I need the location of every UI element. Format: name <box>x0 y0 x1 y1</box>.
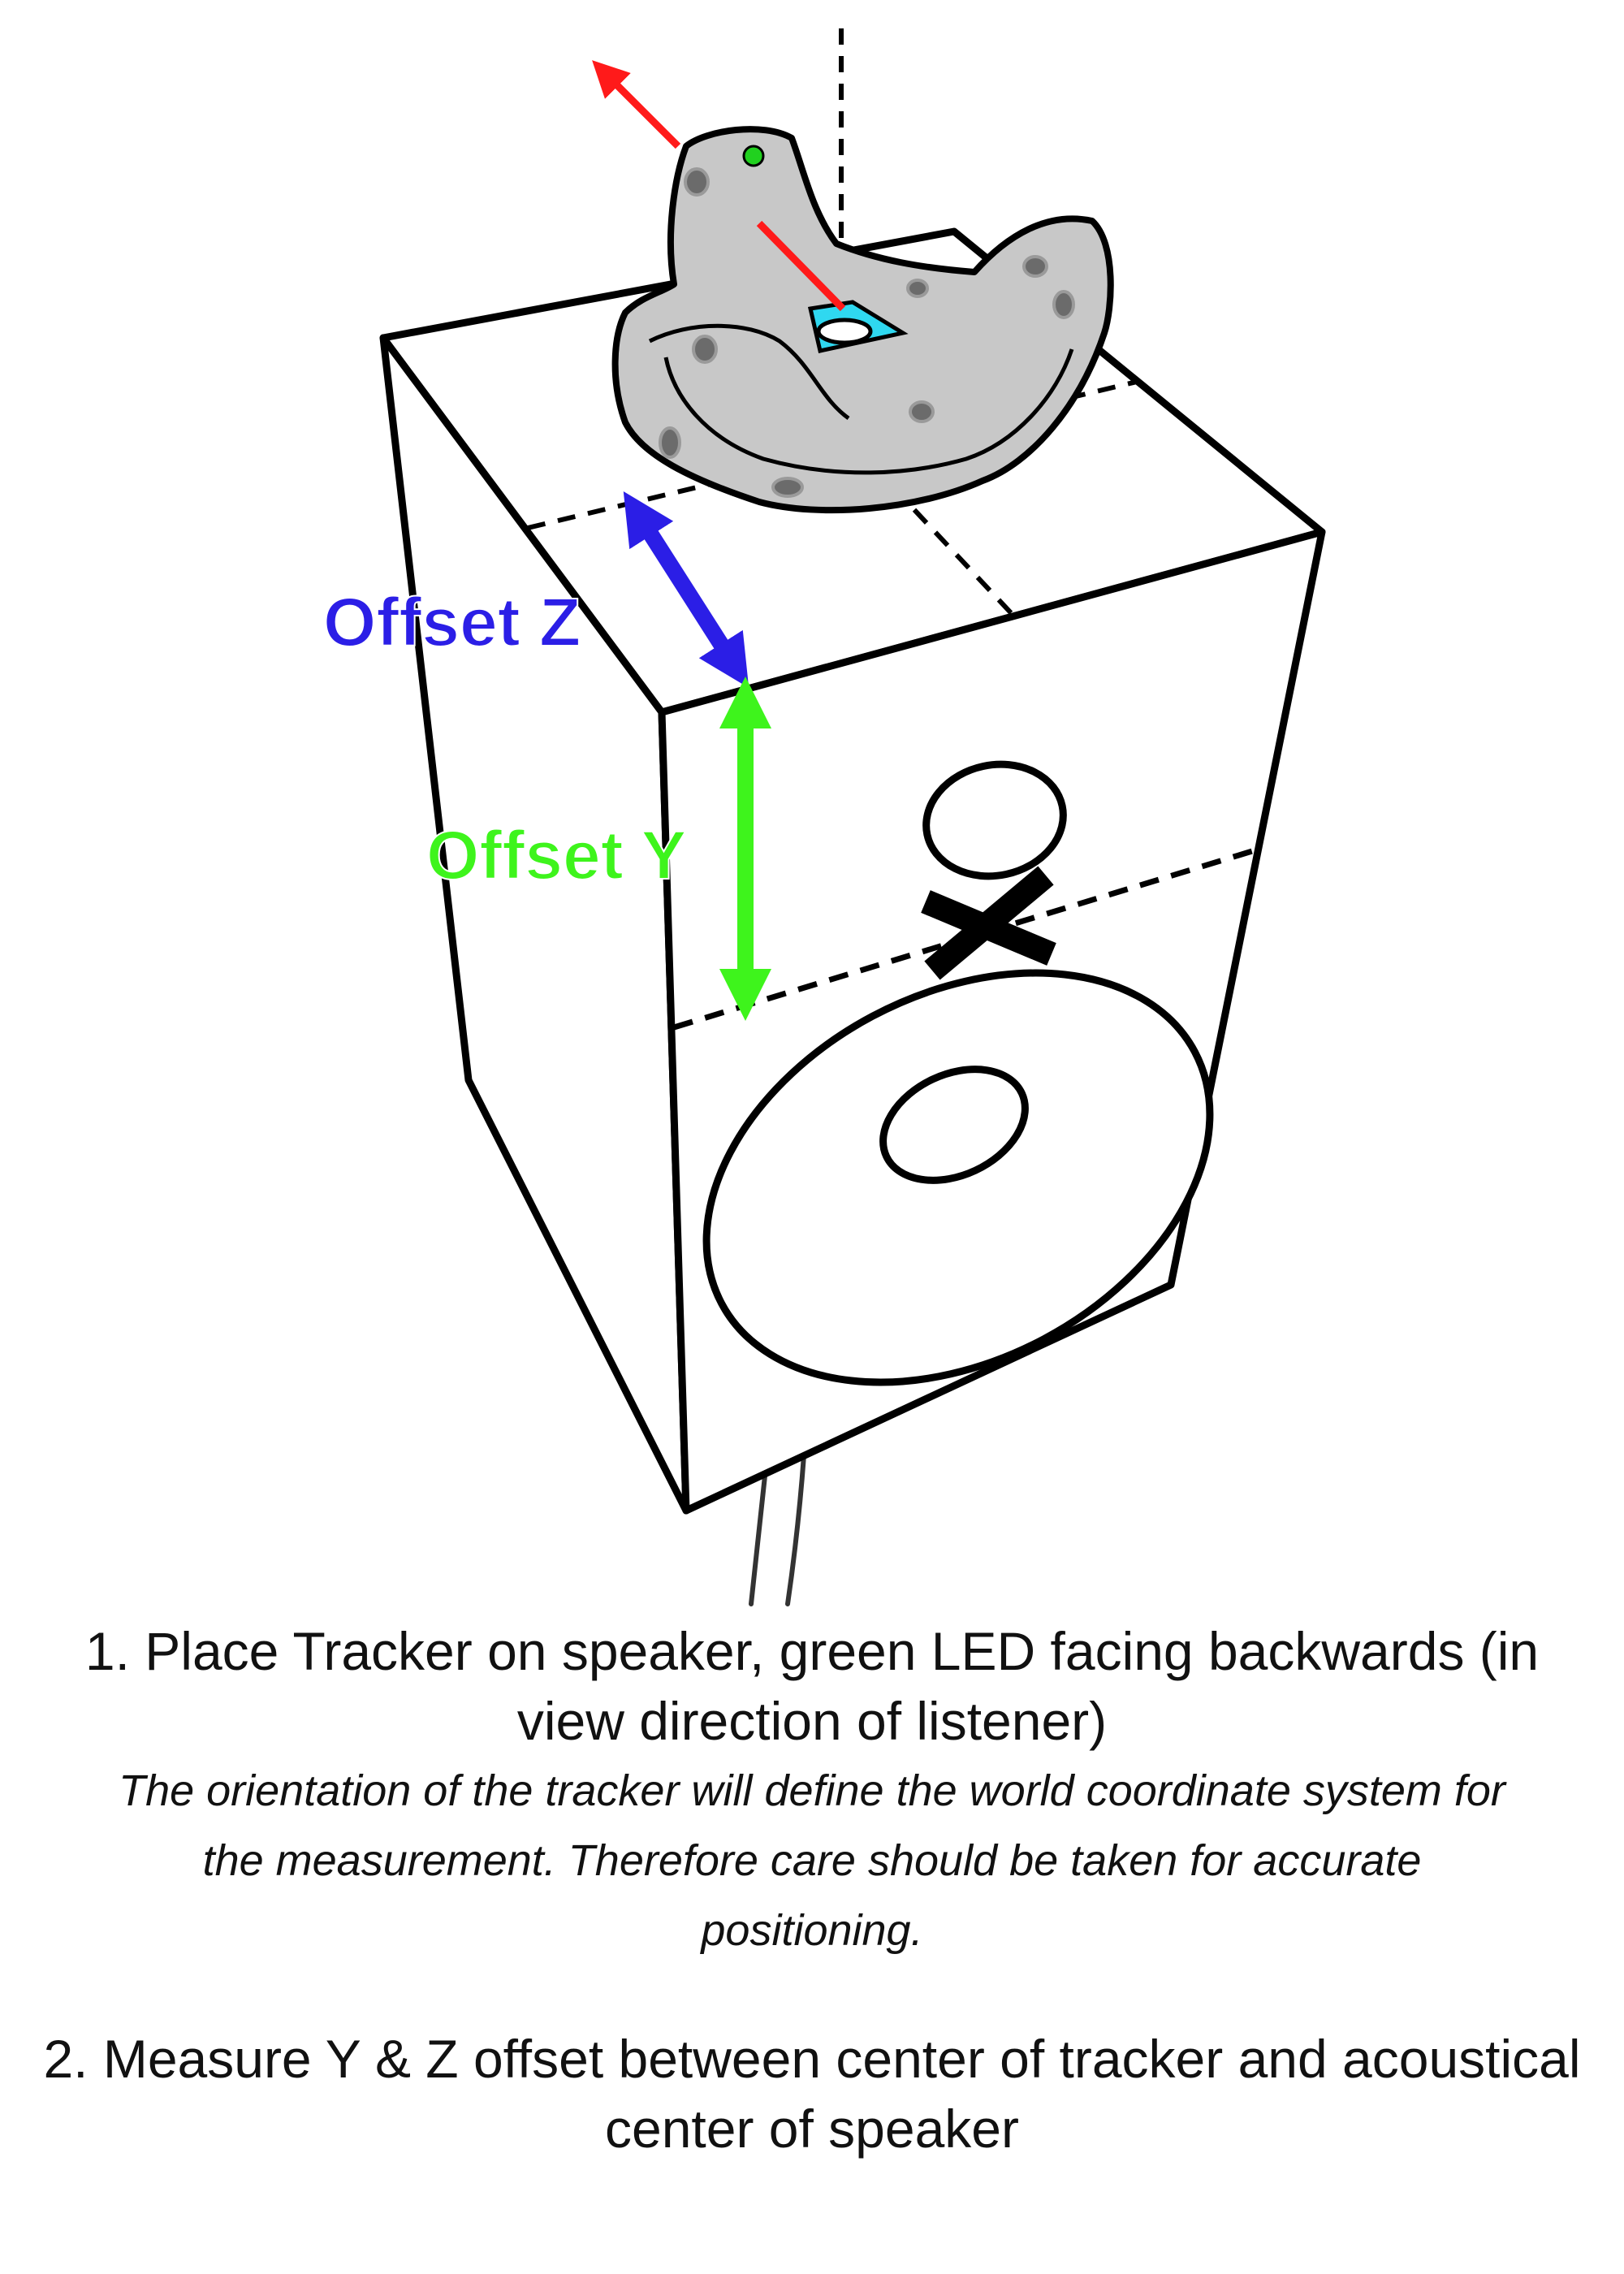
tracker-center-arrow <box>756 220 846 312</box>
woofer-dustcap-icon <box>879 1066 1029 1184</box>
step-2-title: 2. Measure Y & Z offset between center o… <box>43 2029 1581 2159</box>
green-led-icon <box>742 145 765 167</box>
tracker-sensor-dimples <box>659 167 1075 498</box>
speaker-tracker-illustration: Offset Z Offset Y <box>322 28 1326 1606</box>
step-2: 2. Measure Y & Z offset between center o… <box>41 2024 1583 2164</box>
speaker-cables <box>749 1453 806 1606</box>
vive-tracker-icon <box>611 126 1114 514</box>
offset-y-label: Offset Y <box>426 817 687 893</box>
instructions: 1. Place Tracker on speaker, green LED f… <box>0 1616 1624 2164</box>
orientation-arrows <box>592 60 846 312</box>
tracker-inner-contour <box>648 323 1074 475</box>
offset-z-arrow <box>623 491 749 688</box>
step-1-title: 1. Place Tracker on speaker, green LED f… <box>84 1621 1540 1751</box>
tweeter-icon <box>922 760 1067 880</box>
acoustic-center-x-icon <box>921 866 1056 980</box>
forward-orientation-arrow <box>592 60 681 149</box>
offset-z-label: Offset Z <box>323 584 581 660</box>
step-1-note: The orientation of the tracker will defi… <box>119 1766 1505 1955</box>
step-1: 1. Place Tracker on speaker, green LED f… <box>41 1616 1583 1965</box>
